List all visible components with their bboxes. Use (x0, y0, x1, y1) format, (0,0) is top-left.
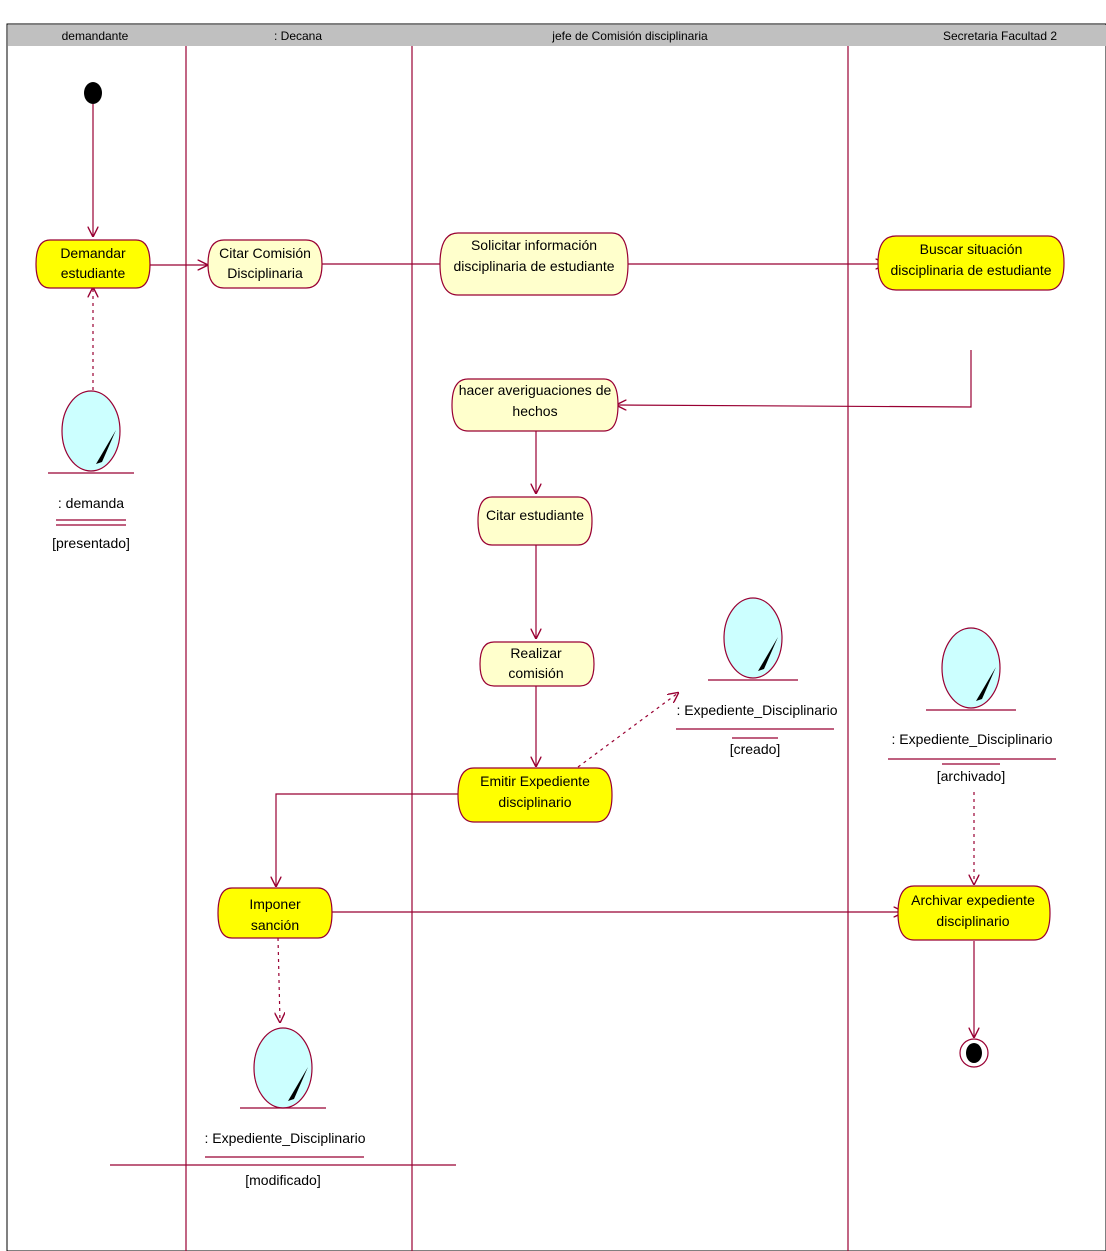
final-node-core (966, 1043, 982, 1063)
activity-solicitar-line2: disciplinaria de estudiante (453, 258, 614, 274)
object-exp-creado-name: : Expediente_Disciplinario (676, 702, 837, 718)
lane-title-demandante: demandante (62, 29, 129, 43)
flow-buscar-to-averiguaciones (617, 350, 972, 407)
object-exp-modificado-name: : Expediente_Disciplinario (204, 1130, 365, 1146)
objflow-imponer-to-exp-modificado (278, 937, 280, 1022)
activity-buscar-line1: Buscar situación (920, 241, 1023, 257)
activity-demandar-estudiante: Demandar estudiante (35, 239, 151, 289)
lane-title-decana: : Decana (274, 29, 322, 43)
object-demanda-name: : demanda (58, 495, 124, 511)
activity-realizar-line2: comisión (508, 665, 563, 681)
activity-archivar-line1: Archivar expediente (911, 892, 1035, 908)
object-exp-archivado-icon (976, 667, 996, 701)
activity-emitir-line1: Emitir Expediente (480, 773, 590, 789)
activity-hacer-averiguaciones: hacer averiguaciones de hechos (451, 378, 619, 432)
activity-imponer-line1: Imponer (249, 896, 301, 912)
object-exp-archivado-state: [archivado] (937, 768, 1005, 784)
object-exp-modificado-icon (288, 1067, 308, 1101)
activity-citar-estudiante: Citar estudiante (477, 496, 593, 546)
activity-citar-comision-line2: Disciplinaria (227, 265, 303, 281)
activity-demandar-line2: estudiante (61, 265, 126, 281)
object-demanda-icon (96, 430, 116, 464)
object-exp-creado-icon (758, 637, 778, 671)
activity-realizar-comision: Realizar comisión (479, 641, 595, 687)
object-exp-archivado-name: : Expediente_Disciplinario (891, 731, 1052, 747)
activity-realizar-line1: Realizar (510, 645, 562, 661)
swimlane-header-bar (8, 25, 1106, 46)
activity-imponer-sancion: Imponer sanción (217, 887, 333, 939)
object-expediente-archivado: : Expediente_Disciplinario [archivado] (888, 627, 1056, 784)
object-demanda: : demanda [presentado] (48, 390, 134, 551)
activity-archivar-line2: disciplinario (936, 913, 1009, 929)
activity-emitir-expediente: Emitir Expediente disciplinario (457, 767, 613, 823)
activity-averiguaciones-line1: hacer averiguaciones de (459, 382, 612, 398)
activity-demandar-line1: Demandar (60, 245, 126, 261)
activity-solicitar-informacion: Solicitar información disciplinaria de e… (439, 232, 629, 296)
lane-title-jefe-comision: jefe de Comisión disciplinaria (551, 29, 708, 43)
activity-buscar-situacion: Buscar situación disciplinaria de estudi… (877, 235, 1065, 291)
object-exp-modificado-state: [modificado] (245, 1172, 320, 1188)
object-exp-creado-state: [creado] (730, 741, 781, 757)
activity-buscar-line2: disciplinaria de estudiante (890, 262, 1051, 278)
initial-node (84, 82, 102, 104)
object-expediente-modificado: : Expediente_Disciplinario [modificado] (110, 1027, 456, 1188)
object-expediente-creado: : Expediente_Disciplinario [creado] (676, 597, 838, 757)
activity-citar-estudiante-line1: Citar estudiante (486, 507, 584, 523)
flow-emitir-to-imponer (276, 793, 460, 886)
activity-solicitar-line1: Solicitar información (471, 237, 597, 253)
activity-citar-comision-line1: Citar Comisión (219, 245, 311, 261)
lane-title-secretaria: Secretaria Facultad 2 (943, 29, 1057, 43)
object-demanda-state: [presentado] (52, 535, 130, 551)
diagram-frame (6, 23, 1106, 1251)
activity-imponer-line2: sanción (251, 917, 299, 933)
activity-archivar-expediente: Archivar expediente disciplinario (897, 885, 1051, 941)
activity-citar-comision: Citar Comisión Disciplinaria (207, 239, 323, 289)
activity-averiguaciones-line2: hechos (512, 403, 557, 419)
activity-emitir-line2: disciplinario (498, 794, 571, 810)
